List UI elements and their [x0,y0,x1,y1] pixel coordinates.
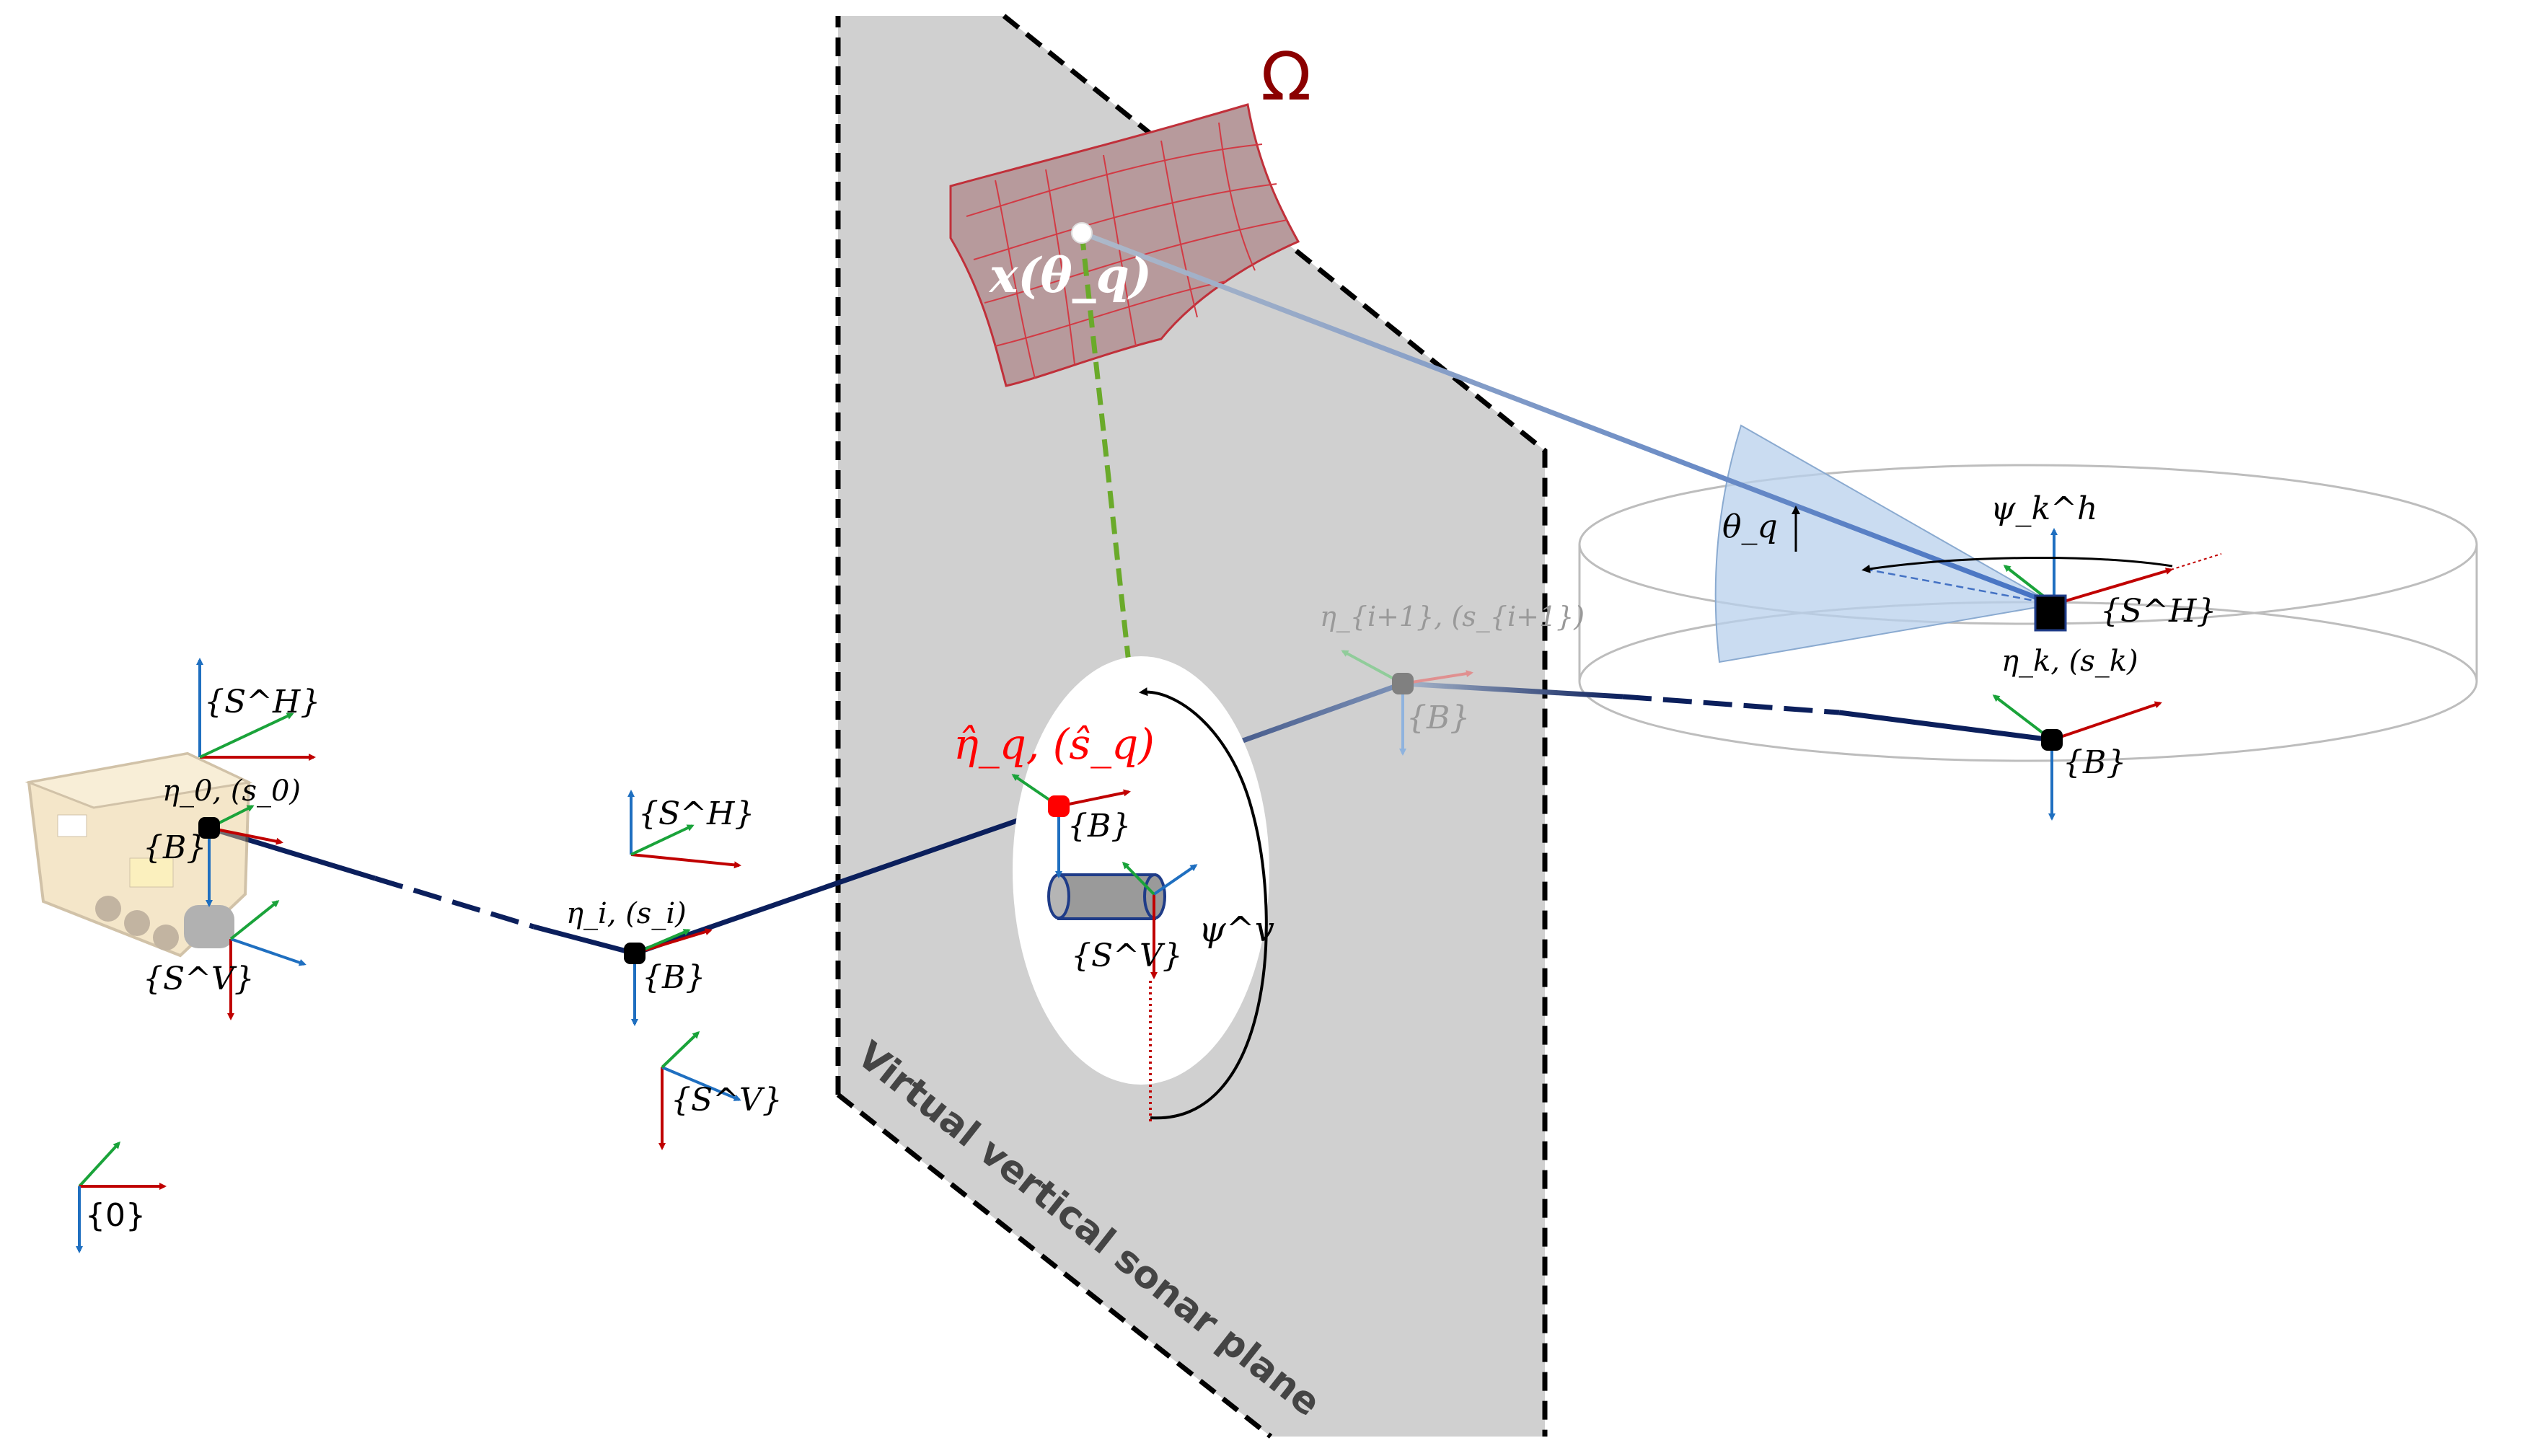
node-i-label: η_i, (s_i) [566,897,687,930]
vertical-sonar-sensor [1047,873,1166,920]
vertical-sonar-disk [1013,656,1269,1125]
theta-q-label: θ_q [1722,508,1778,545]
horizontal-sonar-cylinder [1578,424,2478,762]
frame-b-k: {B} [1992,694,2162,821]
frame-b-k-label: {B} [2063,744,2126,781]
omega-surface: Ω [949,38,1311,387]
node-i1: η_{i+1}, (s_{i+1}) {B} [1320,601,1585,756]
frame-sh-rov: {S^H} [196,658,320,761]
frame-sv-ni: {S^V} [658,1031,783,1150]
psi-v-label: ψ^v [1199,909,1274,950]
node-i1-label: η_{i+1}, (s_{i+1}) [1320,601,1585,633]
node-0-label: η_0, (s_0) [162,775,301,808]
point-label: x(θ_q) [988,247,1152,304]
frame-sh-k: {S^H} η_k, (s_k) ψ_k^h θ_q [1722,490,2222,678]
frame-sv-rov: {S^V} [143,900,307,1020]
frame-world-label: {0} [85,1197,146,1234]
node-q: η̂_q, (ŝ_q) {B} [953,720,1155,878]
frame-b-nq-label: {B} [1067,808,1131,844]
frame-b-n0-label: {B} [143,829,206,866]
node-0: η_0, (s_0) {B} [143,775,301,866]
frame-sh-k-label: {S^H} [2100,593,2216,630]
frame-sv-q-label: {S^V} [1071,937,1183,974]
frame-world: {0} [76,1141,167,1253]
frame-sh-ni: {S^H} [627,790,754,869]
node-q-label: η̂_q, (ŝ_q) [953,720,1155,769]
point-x-theta [1071,222,1093,244]
rov-vehicle [25,751,253,958]
frame-b-ni1-label: {B} [1406,700,1470,736]
psi-h-label: ψ_k^h [1991,490,2097,527]
frame-b-ni: η_i, (s_i) {B} [566,897,713,1026]
frame-sh-ni-label: {S^H} [638,795,754,832]
frame-sv-q: {S^V} ψ^v [1071,861,1274,979]
frame-sh-rov-label: {S^H} [204,684,320,720]
frame-sv-ni-label: {S^V} [671,1082,783,1119]
node-k-label: η_k, (s_k) [2001,645,2138,678]
frame-b-ni-label: {B} [642,959,705,996]
omega-label: Ω [1261,38,1311,115]
frame-sv-rov-label: {S^V} [143,961,255,997]
